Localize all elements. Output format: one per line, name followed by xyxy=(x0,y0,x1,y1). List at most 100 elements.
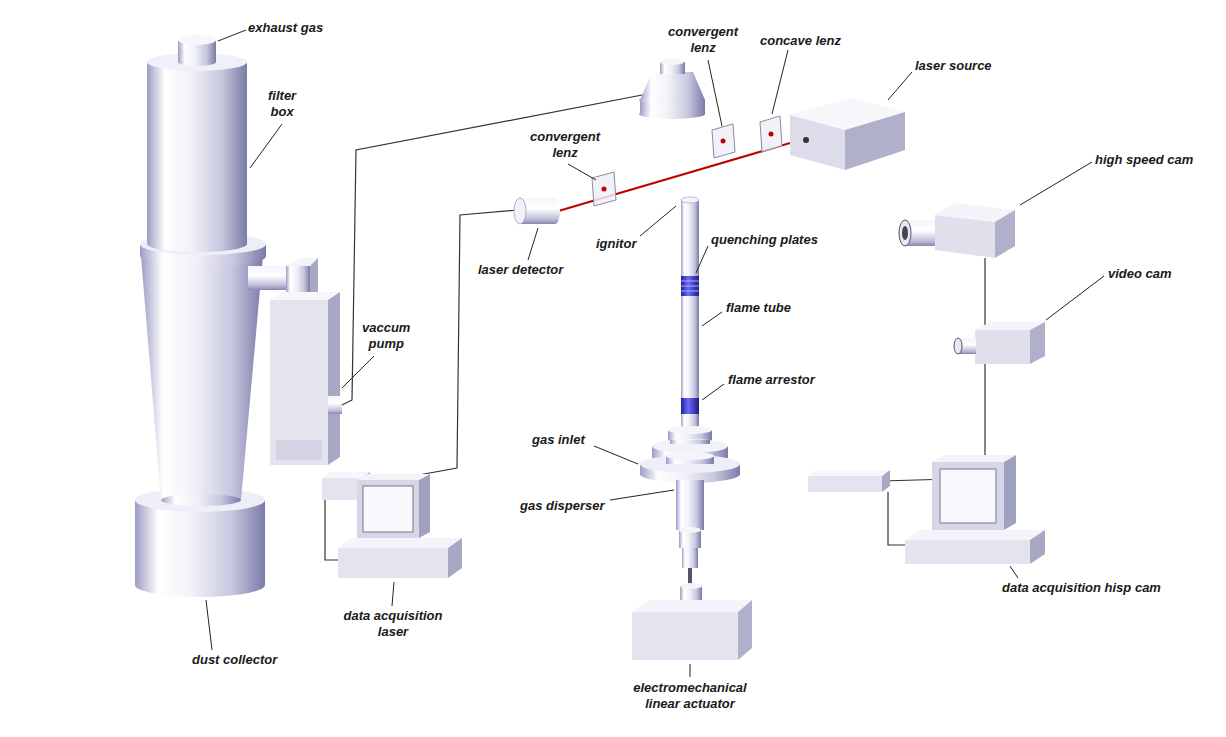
part-label: vaccum pump xyxy=(362,320,410,352)
laser-detector xyxy=(514,198,526,224)
part-label: flame arrestor xyxy=(728,372,815,388)
flame-tube xyxy=(681,197,699,435)
leader-line xyxy=(1046,276,1104,320)
leader-line xyxy=(1010,566,1018,578)
part-label: laser detector xyxy=(478,262,563,278)
leader-line xyxy=(392,582,394,606)
flame-tube xyxy=(681,200,699,435)
vacuum-pump xyxy=(328,292,340,465)
laser-data-computer xyxy=(448,538,462,578)
high-speed-camera xyxy=(899,203,1015,258)
leader-line xyxy=(594,446,638,464)
gas-disperser xyxy=(676,480,704,588)
laser-data-computer xyxy=(322,472,462,578)
laser-data-computer xyxy=(357,474,430,480)
leader-line xyxy=(708,60,722,126)
part-label: flame tube xyxy=(726,300,791,316)
laser-data-computer xyxy=(419,474,430,538)
video-camera xyxy=(954,338,962,354)
lens-plate xyxy=(760,116,782,152)
dust-collector xyxy=(135,500,265,585)
laser-data-computer xyxy=(363,486,413,532)
part-label: convergent lenz xyxy=(668,24,738,56)
hisp-data-computer xyxy=(808,470,890,476)
flame-tube xyxy=(681,197,699,203)
part-label: data acquisition laser xyxy=(333,608,453,640)
lens-plate xyxy=(592,116,782,206)
hisp-data-computer xyxy=(932,455,1016,462)
gas-disperser xyxy=(679,527,701,533)
part-label: electromechanical linear actuator xyxy=(620,680,760,712)
quenching-plates xyxy=(681,276,699,296)
leader-line xyxy=(1020,162,1092,205)
part-label: gas disperser xyxy=(520,498,605,514)
high-speed-camera xyxy=(935,215,995,258)
lens-plate xyxy=(592,172,616,206)
leader-line xyxy=(342,356,374,388)
high-speed-camera xyxy=(899,220,911,246)
vacuum-pump xyxy=(276,440,322,460)
exhaust-outlet xyxy=(178,35,216,45)
gas-inlet-assembly xyxy=(640,426,740,483)
vacuum-pump xyxy=(270,300,328,465)
gas-inlet-assembly xyxy=(668,426,712,434)
beam-spot xyxy=(602,187,607,192)
part-label: video cam xyxy=(1108,266,1172,282)
leader-line xyxy=(206,30,1104,677)
linear-actuator xyxy=(632,600,752,612)
part-label: laser source xyxy=(915,58,992,74)
leader-line xyxy=(528,228,538,260)
gas-inlet-assembly xyxy=(666,452,714,460)
video-camera xyxy=(1030,322,1045,364)
cyclone-cone xyxy=(141,256,263,506)
cyclone-cone xyxy=(141,256,263,500)
linear-actuator xyxy=(738,600,752,660)
video-camera xyxy=(954,322,1045,364)
hisp-data-computer xyxy=(940,469,996,523)
signal-wire xyxy=(325,500,338,560)
leader-line xyxy=(690,664,691,677)
gas-disperser xyxy=(682,548,698,568)
signal-wire xyxy=(882,258,985,481)
laser-data-computer xyxy=(338,548,448,578)
part-label: high speed cam xyxy=(1095,152,1193,168)
laser-source xyxy=(845,112,905,170)
hisp-data-computer xyxy=(882,470,890,492)
exhaust-outlet xyxy=(178,58,216,66)
leader-line xyxy=(702,312,722,326)
part-label: quenching plates xyxy=(711,232,818,248)
leader-line xyxy=(772,50,788,114)
beam-spot xyxy=(721,139,726,144)
filter-box xyxy=(147,53,247,252)
laser-beam xyxy=(555,143,790,212)
laser-source xyxy=(790,115,845,170)
hisp-data-computer xyxy=(1004,455,1016,530)
leader-line xyxy=(640,206,676,236)
gas-disperser xyxy=(676,480,704,530)
hisp-data-computer xyxy=(905,540,1030,564)
part-label: filter box xyxy=(268,88,296,120)
high-speed-camera xyxy=(995,210,1015,258)
linear-actuator xyxy=(680,583,702,589)
part-label: data acquisition hisp cam xyxy=(1002,580,1161,596)
part-label: concave lenz xyxy=(760,33,841,49)
exhaust-outlet xyxy=(178,35,216,66)
quenching-plates xyxy=(681,291,699,292)
cyclone-cone xyxy=(161,494,241,506)
filter-box xyxy=(147,62,247,244)
igniter-housing xyxy=(639,109,705,119)
laser-detector xyxy=(514,198,560,224)
laser-data-computer xyxy=(357,480,419,538)
dust-collector xyxy=(135,488,265,597)
laser-data-computer xyxy=(322,478,362,500)
beam-spot xyxy=(769,132,774,137)
vacuum-pump xyxy=(328,396,342,414)
laser-source xyxy=(803,137,809,143)
high-speed-camera xyxy=(902,226,908,240)
leader-line xyxy=(696,246,708,273)
leader-line xyxy=(702,384,724,400)
leader-line xyxy=(218,30,246,41)
laser-data-computer xyxy=(338,538,462,548)
